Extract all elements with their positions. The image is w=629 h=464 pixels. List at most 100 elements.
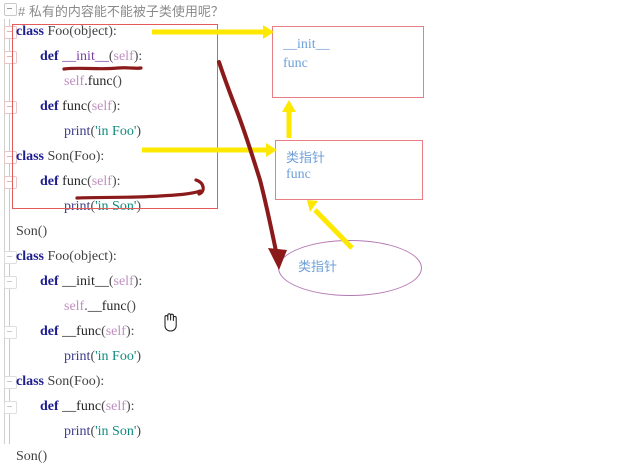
code-token: self xyxy=(113,49,134,64)
code-token: ( xyxy=(69,24,74,39)
code-token: ): xyxy=(133,49,143,64)
code-token: ): xyxy=(95,149,105,164)
code-line[interactable]: class Foo(object): xyxy=(16,249,117,264)
code-token: ): xyxy=(108,24,117,39)
code-token: ( xyxy=(90,424,96,439)
code-token: def xyxy=(40,399,63,414)
code-token: ) xyxy=(136,124,142,139)
code-token: () xyxy=(112,74,122,89)
code-line[interactable]: def __func(self): xyxy=(40,399,135,414)
code-token: print xyxy=(64,124,91,139)
code-token: func xyxy=(62,174,88,189)
code-token: object xyxy=(73,24,109,39)
code-line[interactable]: def __init__(self): xyxy=(40,49,142,64)
gutter-divider-line xyxy=(4,19,5,444)
gutter-accent-line xyxy=(9,19,10,444)
hand-cursor xyxy=(164,313,177,332)
code-line[interactable]: print('in Foo') xyxy=(64,349,141,364)
code-token: object xyxy=(73,249,109,264)
code-token: 'in Foo' xyxy=(95,124,137,139)
code-token: __func xyxy=(62,324,102,339)
code-fold-toggle[interactable] xyxy=(4,326,17,339)
code-fold-toggle[interactable] xyxy=(4,251,17,264)
code-token: 'in Son' xyxy=(95,199,137,214)
code-token: class xyxy=(16,24,48,39)
comment-title-bar: # 私有的内容能不能被子类使用呢？ xyxy=(0,0,629,20)
code-token: ( xyxy=(90,349,96,364)
code-token: ( xyxy=(101,399,106,414)
code-token: def xyxy=(40,274,63,289)
code-token: ): xyxy=(125,324,135,339)
code-token: self xyxy=(105,324,126,339)
code-token: ( xyxy=(108,274,114,289)
code-fold-toggle[interactable] xyxy=(4,276,17,289)
code-token: ): xyxy=(95,374,105,389)
code-fold-toggle[interactable] xyxy=(4,151,17,164)
code-line[interactable]: def __func(self): xyxy=(40,324,135,339)
code-line[interactable]: print('in Son') xyxy=(64,424,141,439)
code-token: self xyxy=(91,174,112,189)
code-line[interactable]: print('in Son') xyxy=(64,199,141,214)
code-fold-toggle[interactable] xyxy=(4,51,17,64)
fold-collapse-icon[interactable] xyxy=(4,3,17,16)
code-fold-toggle[interactable] xyxy=(4,401,17,414)
code-line[interactable]: self.__func() xyxy=(64,299,136,314)
code-token: func xyxy=(87,74,113,89)
code-token: () xyxy=(126,299,136,314)
code-line[interactable]: Son() xyxy=(16,224,47,239)
code-token: ( xyxy=(69,149,74,164)
code-token: Foo xyxy=(73,374,96,389)
callout-2-line-2: func xyxy=(286,167,311,182)
code-token: self xyxy=(64,299,85,314)
code-line[interactable]: print('in Foo') xyxy=(64,124,141,139)
code-token: __init__ xyxy=(62,49,109,64)
code-fold-toggle[interactable] xyxy=(4,376,17,389)
callout-1-line-2: func xyxy=(283,56,308,71)
code-line[interactable]: Son() xyxy=(16,449,47,464)
code-token: . xyxy=(84,74,88,89)
code-token: func xyxy=(62,99,88,114)
code-fold-toggle[interactable] xyxy=(4,101,17,114)
code-fold-toggle[interactable] xyxy=(4,26,17,39)
callout-1-line-1: __init__ xyxy=(283,37,330,52)
class-attr-box-foo: __init__ func xyxy=(272,26,424,98)
code-line[interactable]: def func(self): xyxy=(40,174,121,189)
code-token: print xyxy=(64,424,91,439)
code-token: def xyxy=(40,99,63,114)
code-line[interactable]: class Son(Foo): xyxy=(16,374,104,389)
class-attr-box-son: 类指针 func xyxy=(275,140,423,200)
code-line[interactable]: def __init__(self): xyxy=(40,274,142,289)
code-token: print xyxy=(64,199,91,214)
code-token: self xyxy=(105,399,126,414)
code-token: ( xyxy=(69,374,74,389)
code-token: ) xyxy=(136,199,142,214)
code-token: ): xyxy=(108,249,117,264)
callout-2-line-1: 类指针 xyxy=(286,151,326,166)
code-token: class xyxy=(16,249,48,264)
code-token: . xyxy=(84,299,88,314)
code-token: print xyxy=(64,349,91,364)
code-line[interactable]: self.func() xyxy=(64,74,122,89)
code-token: def xyxy=(40,174,63,189)
code-token: self xyxy=(64,74,85,89)
code-token: ) xyxy=(136,424,142,439)
code-token: ): xyxy=(111,99,121,114)
code-token: __init__ xyxy=(62,274,109,289)
code-token: ( xyxy=(90,199,96,214)
code-line[interactable]: class Son(Foo): xyxy=(16,149,104,164)
code-token: Foo xyxy=(47,249,70,264)
code-token: ): xyxy=(125,399,135,414)
code-token: class xyxy=(16,149,48,164)
code-token: ( xyxy=(87,174,92,189)
page-title: # 私有的内容能不能被子类使用呢？ xyxy=(18,4,224,19)
code-token: ( xyxy=(87,99,92,114)
code-token: ) xyxy=(136,349,142,364)
code-token: ( xyxy=(108,49,114,64)
code-token: self xyxy=(91,99,112,114)
code-line[interactable]: class Foo(object): xyxy=(16,24,117,39)
code-line[interactable]: def func(self): xyxy=(40,99,121,114)
code-token: ): xyxy=(133,274,143,289)
code-token: ( xyxy=(90,124,96,139)
instance-pointer-oval-label: 类指针 xyxy=(298,260,338,275)
code-fold-toggle[interactable] xyxy=(4,176,17,189)
